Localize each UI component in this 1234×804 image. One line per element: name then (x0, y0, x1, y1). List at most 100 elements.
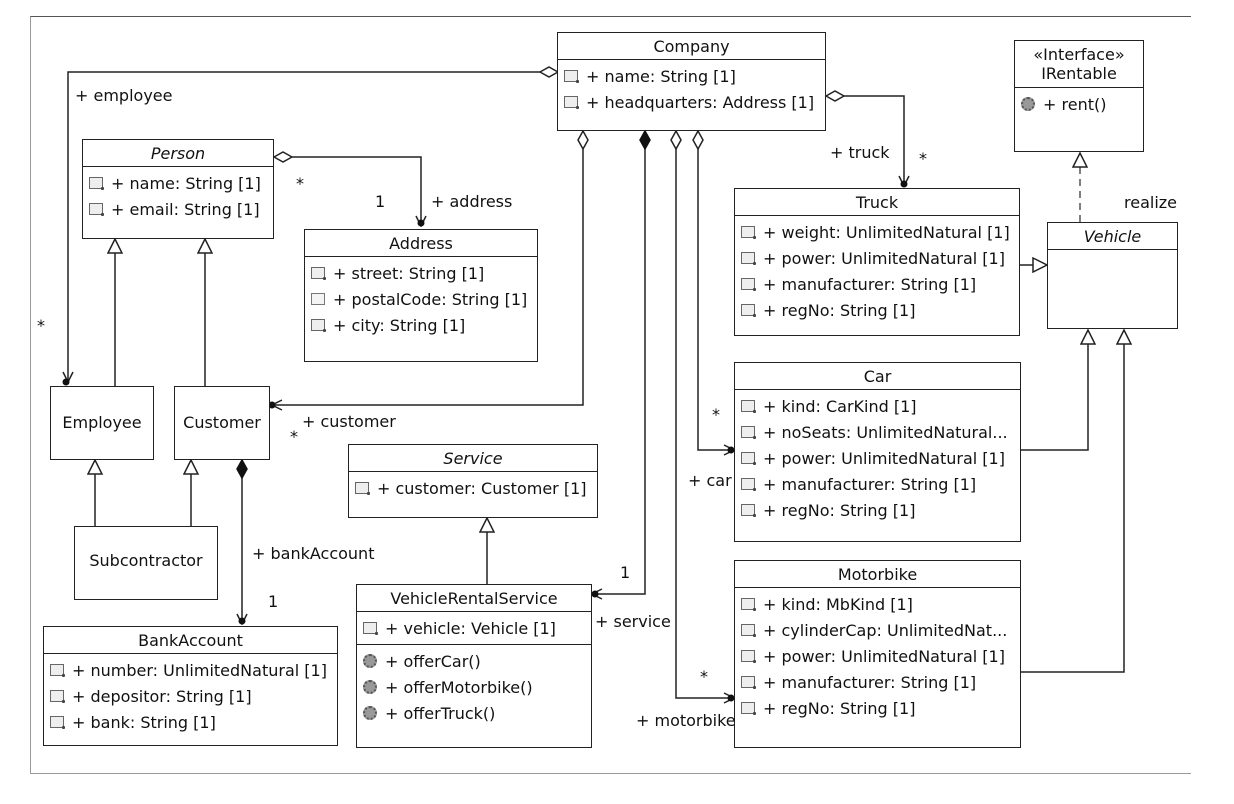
attribute-icon (741, 252, 758, 267)
attribute-text: + power: UnlimitedNatural [1] (763, 646, 1005, 666)
operation-text: + offerTruck() (385, 703, 496, 723)
attribute-text: + customer: Customer [1] (377, 478, 587, 498)
multiplicity-label-service: 1 (620, 563, 631, 582)
realize-label: realize (1124, 193, 1178, 212)
attribute-row: + regNo: String [1] (741, 297, 1015, 323)
class-name: Customer (183, 413, 261, 432)
class-customer[interactable]: Customer (174, 386, 270, 460)
class-name: Service (349, 445, 597, 472)
attribute-row: + postalCode: String [1] (311, 286, 533, 312)
attribute-text: + noSeats: UnlimitedNatural... (763, 422, 1008, 442)
assoc-company-employee (63, 72, 559, 386)
class-name: Car (735, 363, 1020, 390)
multiplicity-label-person: * (296, 174, 304, 193)
attribute-text: + manufacturer: String [1] (763, 274, 977, 294)
attribute-text: + manufacturer: String [1] (763, 672, 977, 692)
attribute-row: + regNo: String [1] (741, 497, 1016, 523)
role-label-address: + address (431, 192, 513, 211)
attribute-icon (741, 624, 758, 639)
attribute-icon (741, 426, 758, 441)
attribute-row: + depositor: String [1] (50, 683, 333, 709)
operation-row: + offerMotorbike() (363, 674, 587, 700)
attribute-icon (741, 452, 758, 467)
class-stereotype: «Interface» (1033, 45, 1125, 64)
attribute-row: + kind: CarKind [1] (741, 393, 1016, 419)
class-name: Address (305, 230, 537, 257)
operation-row: + rent() (1021, 91, 1139, 117)
role-label-service: + service (595, 612, 671, 631)
operation-row: + offerCar() (363, 648, 587, 674)
operation-icon (363, 706, 377, 720)
role-label-car: + car (688, 471, 732, 490)
attribute-icon (311, 293, 325, 305)
attribute-icon (741, 304, 758, 319)
class-header: «Interface» IRentable (1015, 41, 1143, 88)
class-car[interactable]: Car + kind: CarKind [1] + noSeats: Unlim… (734, 362, 1021, 542)
attribute-icon (50, 690, 67, 705)
attribute-text: + postalCode: String [1] (333, 289, 528, 309)
class-vehiclerentalservice[interactable]: VehicleRentalService + vehicle: Vehicle … (356, 584, 592, 748)
class-irentable[interactable]: «Interface» IRentable + rent() (1014, 40, 1144, 152)
assoc-company-motorbike (676, 131, 735, 702)
generalization-motorbike-vehicle (1021, 330, 1124, 673)
attribute-text: + headquarters: Address [1] (586, 92, 815, 112)
class-bankaccount[interactable]: BankAccount + number: UnlimitedNatural [… (43, 626, 338, 746)
attribute-text: + name: String [1] (111, 173, 261, 193)
class-name: BankAccount (44, 627, 337, 654)
attribute-icon (89, 177, 106, 192)
attribute-icon (564, 96, 581, 111)
attribute-row: + manufacturer: String [1] (741, 271, 1015, 297)
multiplicity-label-car: * (712, 405, 720, 424)
operation-icon (363, 654, 377, 668)
operation-row: + offerTruck() (363, 700, 587, 726)
attribute-icon (355, 482, 372, 497)
attribute-text: + number: UnlimitedNatural [1] (72, 660, 327, 680)
class-employee[interactable]: Employee (50, 386, 154, 460)
class-name: Person (83, 140, 273, 167)
attribute-text: + city: String [1] (333, 315, 466, 335)
attribute-icon (741, 478, 758, 493)
attribute-text: + bank: String [1] (72, 712, 216, 732)
attribute-row: + headquarters: Address [1] (564, 89, 821, 115)
attribute-text: + name: String [1] (586, 66, 736, 86)
role-label-bankaccount: + bankAccount (252, 544, 375, 563)
multiplicity-label-motorbike: * (700, 667, 708, 686)
attribute-row: + vehicle: Vehicle [1] (363, 615, 587, 641)
attribute-icon (741, 226, 758, 241)
attribute-text: + regNo: String [1] (763, 500, 916, 520)
class-motorbike[interactable]: Motorbike + kind: MbKind [1] + cylinderC… (734, 560, 1021, 748)
attribute-icon (50, 716, 67, 731)
attribute-icon (741, 650, 758, 665)
attribute-icon (741, 598, 758, 613)
attribute-row: + name: String [1] (89, 170, 269, 196)
attribute-text: + vehicle: Vehicle [1] (385, 618, 556, 638)
multiplicity-label-truck: * (919, 149, 927, 168)
class-service[interactable]: Service + customer: Customer [1] (348, 444, 598, 518)
class-vehicle[interactable]: Vehicle (1047, 222, 1178, 329)
role-label-employee: + employee (75, 86, 173, 105)
class-person[interactable]: Person + name: String [1] + email: Strin… (82, 139, 274, 239)
class-address[interactable]: Address + street: String [1] + postalCod… (304, 229, 538, 362)
multiplicity-label-bankaccount: 1 (268, 592, 279, 611)
generalization-car-vehicle (1021, 330, 1088, 451)
attribute-text: + weight: UnlimitedNatural [1] (763, 222, 1010, 242)
attribute-row: + bank: String [1] (50, 709, 333, 735)
attribute-text: + kind: MbKind [1] (763, 594, 913, 614)
attribute-row: + weight: UnlimitedNatural [1] (741, 219, 1015, 245)
class-subcontractor[interactable]: Subcontractor (74, 526, 218, 600)
attribute-row: + street: String [1] (311, 260, 533, 286)
attribute-row: + number: UnlimitedNatural [1] (50, 657, 333, 683)
assoc-customer-bankaccount (239, 460, 246, 625)
class-name: Company (558, 33, 825, 60)
attribute-icon (741, 676, 758, 691)
attribute-row: + power: UnlimitedNatural [1] (741, 643, 1016, 669)
class-name: Employee (62, 413, 142, 432)
class-company[interactable]: Company + name: String [1] + headquarter… (557, 32, 826, 131)
class-truck[interactable]: Truck + weight: UnlimitedNatural [1] + p… (734, 188, 1020, 336)
attribute-icon (89, 203, 106, 218)
operation-icon (363, 680, 377, 694)
attribute-row: + manufacturer: String [1] (741, 471, 1016, 497)
attribute-icon (741, 400, 758, 415)
attribute-icon (564, 70, 581, 85)
